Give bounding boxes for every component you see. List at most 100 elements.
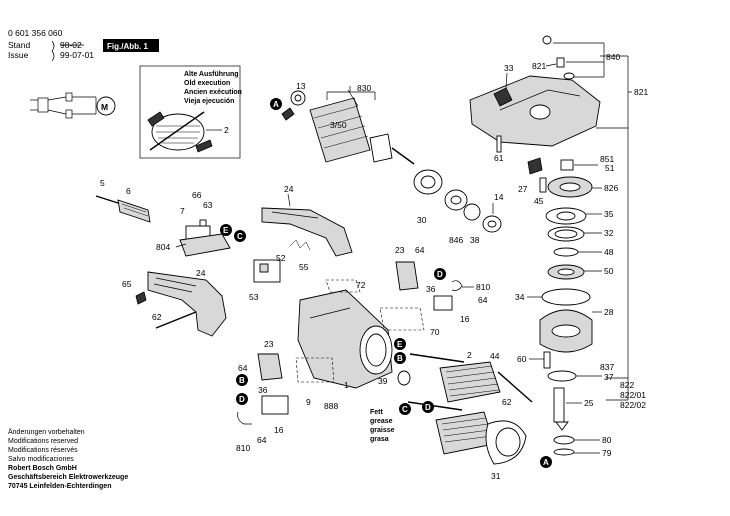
screw-61: [496, 135, 502, 153]
svg-text:C: C: [237, 232, 243, 241]
label-2: 2: [467, 350, 472, 360]
label-36-top: 36: [426, 284, 436, 294]
grease-line-4: grasa: [370, 436, 389, 443]
label-45: 45: [534, 196, 544, 206]
inset-line-1: Alte Ausführung: [184, 71, 239, 78]
label-64-top: 64: [415, 245, 425, 255]
marker-E-mid: E: [394, 338, 406, 350]
fig-title-box: [103, 39, 159, 52]
inset-part-2: 2: [224, 125, 229, 135]
label-27: 27: [518, 184, 528, 194]
label-plate-9: [295, 357, 335, 383]
label-32: 32: [604, 228, 614, 238]
label-37: 37: [604, 372, 614, 382]
label-48: 48: [604, 247, 614, 257]
svg-text:D: D: [437, 270, 443, 279]
wiring-schematic: [30, 92, 116, 119]
label-5: 5: [100, 178, 105, 188]
inset-line-4: Vieja ejecución: [184, 98, 234, 105]
label-plate-70: [379, 307, 425, 331]
label-25: 25: [584, 398, 594, 408]
label-39: 39: [378, 376, 388, 386]
label-840: 840: [606, 52, 620, 62]
inset-line-2: Old execution: [184, 80, 230, 87]
label-53: 53: [249, 292, 259, 302]
label-822-02: 822/02: [620, 400, 646, 410]
marker-B-mid: B: [394, 352, 406, 364]
issue-label: Issue: [8, 50, 29, 60]
label-851: 851: [600, 154, 614, 164]
label-80: 80: [602, 435, 612, 445]
top-small-parts: [542, 35, 575, 80]
gear-housing: [469, 75, 601, 147]
support-24: [261, 207, 353, 257]
label-888: 888: [324, 401, 338, 411]
footer-company-1: Robert Bosch GmbH: [8, 465, 77, 472]
label-23-low: 23: [264, 339, 274, 349]
marker-E-top: E: [220, 224, 232, 236]
label-837: 837: [600, 362, 614, 372]
label-63: 63: [203, 200, 213, 210]
marker-D-low: D: [236, 393, 248, 405]
footer-company-3: 70745 Leinfelden-Echterdingen: [8, 483, 111, 490]
brush-holder: [253, 239, 311, 283]
inset-box: [139, 65, 241, 159]
label-822-01: 822/01: [620, 390, 646, 400]
label-65: 65: [122, 279, 132, 289]
svg-text:B: B: [397, 354, 403, 363]
grease-line-1: Fett: [370, 409, 384, 416]
marker-A-bottom: A: [540, 456, 552, 468]
label-61: 61: [494, 153, 504, 163]
label-62-right: 62: [502, 397, 512, 407]
footer-line-3: Modifications réservés: [8, 447, 78, 454]
label-66: 66: [192, 190, 202, 200]
svg-text:A: A: [273, 100, 279, 109]
footer-line-4: Salvo modificaciones: [8, 456, 74, 463]
inset-stator-drawing: [147, 111, 213, 153]
svg-text:E: E: [397, 340, 403, 349]
label-50: 50: [604, 266, 614, 276]
armature-fan-bearings: [413, 169, 502, 233]
label-826: 826: [604, 183, 618, 193]
label-35: 35: [604, 209, 614, 219]
marker-C-top: C: [234, 230, 246, 242]
label-1: 1: [344, 380, 349, 390]
label-62-left: 62: [152, 312, 162, 322]
fig-title: Fig./Abb. 1: [107, 42, 148, 51]
label-plate-72: [325, 279, 361, 293]
marker-D-stator: D: [422, 401, 434, 413]
label-16-low: 16: [274, 425, 284, 435]
spindle-gear-stack: [527, 157, 593, 456]
armature: [281, 89, 415, 165]
svg-text:D: D: [239, 395, 245, 404]
leader-33: [505, 72, 508, 89]
label-13: 13: [296, 81, 306, 91]
leader-821: [545, 63, 557, 67]
footer-line-1: Änderungen vorbehalten: [8, 428, 85, 436]
label-51: 51: [605, 163, 615, 173]
label-810-low: 810: [236, 443, 250, 453]
label-33: 33: [504, 63, 514, 73]
switch-cover: [395, 261, 463, 311]
lower-switch-parts: [237, 353, 289, 425]
label-79: 79: [602, 448, 612, 458]
label-16-right: 16: [460, 314, 470, 324]
label-60: 60: [517, 354, 527, 364]
footer-company-2: Geschäftsbereich Elektrowerkzeuge: [8, 474, 128, 481]
cable-and-switch: [95, 195, 231, 257]
grease-line-2: grease: [370, 418, 393, 425]
label-23: 23: [395, 245, 405, 255]
label-7: 7: [180, 206, 185, 216]
field-stator: [397, 353, 533, 465]
label-24-top: 24: [284, 184, 294, 194]
svg-text:D: D: [425, 403, 431, 412]
stand-label: Stand: [8, 40, 30, 50]
label-64-right: 64: [478, 295, 488, 305]
inset-line-3: Ancien exécution: [184, 89, 242, 96]
issue-value: 99-07-01: [60, 50, 94, 60]
label-72: 72: [356, 280, 366, 290]
footer-line-2: Modifications reserved: [8, 438, 78, 445]
label-9: 9: [306, 397, 311, 407]
